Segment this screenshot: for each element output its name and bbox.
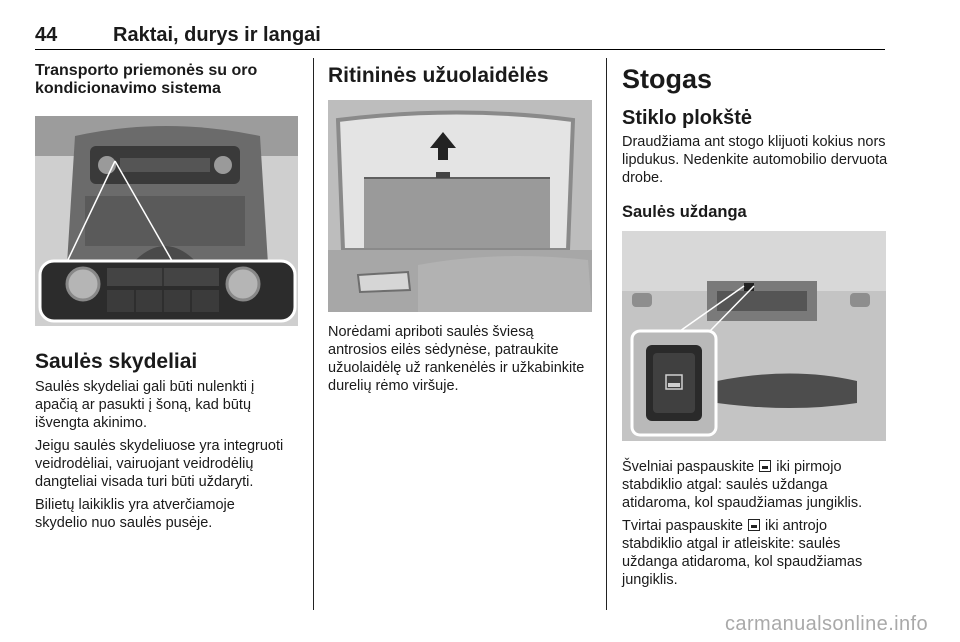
- sunshade-para-1-start: Švelniai paspauskite: [622, 459, 755, 475]
- sunshade-switch-illustration: [622, 231, 886, 441]
- sunshade-switch-icon: [759, 460, 772, 472]
- column-3: Stogas Stiklo plokštė Draudžiama ant sto…: [622, 64, 888, 221]
- sun-visors-para-1: Saulės skydeliai gali būti nulenkti į ap…: [35, 379, 255, 431]
- roller-blinds-title: Ritininės užuolaidėlės: [328, 64, 549, 87]
- sunshade-para-2: Tvirtai paspauskite iki antrojo stabdikl…: [622, 517, 888, 589]
- sunshade-para-2-start: Tvirtai paspauskite: [622, 518, 743, 534]
- page-header: 44 Raktai, durys ir langai: [35, 22, 885, 50]
- roller-blind-illustration: [328, 100, 592, 312]
- roller-blinds-para: Norėdami apriboti saulės šviesą antrosio…: [328, 324, 585, 394]
- sun-visors-para-2: Jeigu saulės skydeliuose yra integruoti …: [35, 438, 284, 490]
- sun-visors-para-3: Bilietų laikiklis yra atverčiamoje skyde…: [35, 497, 235, 531]
- sun-visors-title: Saulės skydeliai: [35, 350, 198, 373]
- sunshade-para-2-end: iki antrojo stabdiklio atgal ir atleiski…: [622, 518, 863, 588]
- sunshade-para-1-end: iki pirmojo stabdiklio atgal: saulės užd…: [622, 459, 863, 511]
- column-divider-2: [606, 58, 607, 610]
- chapter-running-title: Raktai, durys ir langai: [113, 24, 321, 46]
- sun-visors-section: Saulės skydeliai Saulės skydeliai gali b…: [35, 350, 300, 532]
- sunshade-para-1: Švelniai paspauskite iki pirmojo stabdik…: [622, 458, 888, 512]
- page-number: 44: [35, 24, 58, 46]
- climate-panel-illustration: [35, 116, 298, 326]
- glass-panel-title: Stiklo plokštė: [622, 107, 753, 129]
- sunshade-title: Saulės uždanga: [622, 203, 747, 221]
- column-1: Transporto priemonės su oro kondicionavi…: [35, 62, 300, 98]
- glass-panel-para: Draudžiama ant stogo klijuoti kokius nor…: [622, 134, 888, 186]
- roof-chapter-title: Stogas: [622, 64, 713, 94]
- roller-blinds-text: Norėdami apriboti saulės šviesą antrosio…: [328, 323, 592, 395]
- ac-heading: Transporto priemonės su oro kondicionavi…: [35, 62, 258, 97]
- column-2: Ritininės užuolaidėlės: [328, 64, 592, 88]
- watermark: carmanualsonline.info: [725, 613, 928, 635]
- sunshade-switch-icon: [747, 519, 760, 531]
- column-divider-1: [313, 58, 314, 610]
- sunshade-text: Švelniai paspauskite iki pirmojo stabdik…: [622, 458, 888, 589]
